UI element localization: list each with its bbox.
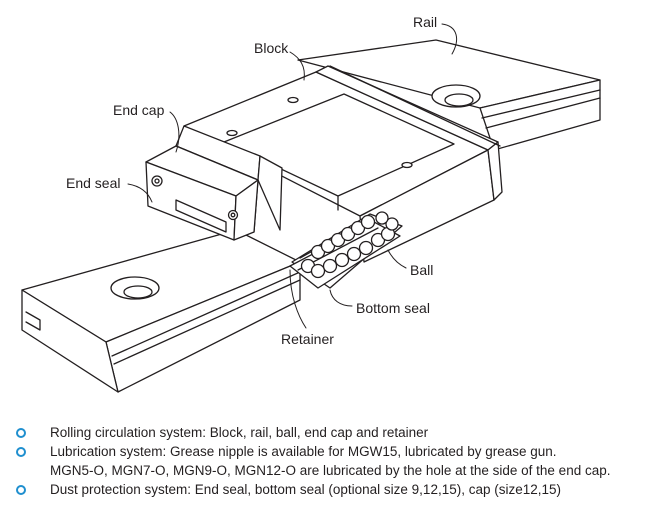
block-screw-hole: [287, 96, 299, 104]
feature-text: Lubrication system: Grease nipple is ava…: [50, 444, 557, 459]
block-screw-hole: [226, 129, 238, 137]
feature-item: Lubrication system: Grease nipple is ava…: [14, 442, 644, 480]
feature-text-continued: MGN5-O, MGN7-O, MGN9-O, MGN12-O are lubr…: [50, 463, 611, 478]
rail-front: [21, 229, 301, 393]
bullet-circle-icon: [16, 428, 26, 438]
linear-guide-diagram: [21, 23, 601, 393]
bullet-circle-icon: [16, 485, 26, 495]
bullet-circle-icon: [16, 447, 26, 457]
label-block: Block: [254, 40, 289, 56]
rail-back: [297, 39, 601, 151]
block-screw-hole: [401, 161, 413, 169]
label-ball: Ball: [410, 262, 434, 278]
end-seal: [145, 145, 259, 241]
label-end-cap: End cap: [113, 102, 165, 118]
feature-text: Dust protection system: End seal, bottom…: [50, 482, 562, 497]
label-bottom-seal: Bottom seal: [356, 300, 430, 316]
leader-lines: [127, 23, 458, 329]
balls: [300, 211, 399, 279]
feature-item: Dust protection system: End seal, bottom…: [14, 480, 644, 499]
label-retainer: Retainer: [281, 331, 334, 347]
label-rail: Rail: [413, 14, 438, 30]
label-end-seal: End seal: [66, 175, 121, 191]
feature-list: Rolling circulation system: Block, rail,…: [14, 423, 644, 499]
feature-text: Rolling circulation system: Block, rail,…: [50, 425, 429, 440]
feature-item: Rolling circulation system: Block, rail,…: [14, 423, 644, 442]
